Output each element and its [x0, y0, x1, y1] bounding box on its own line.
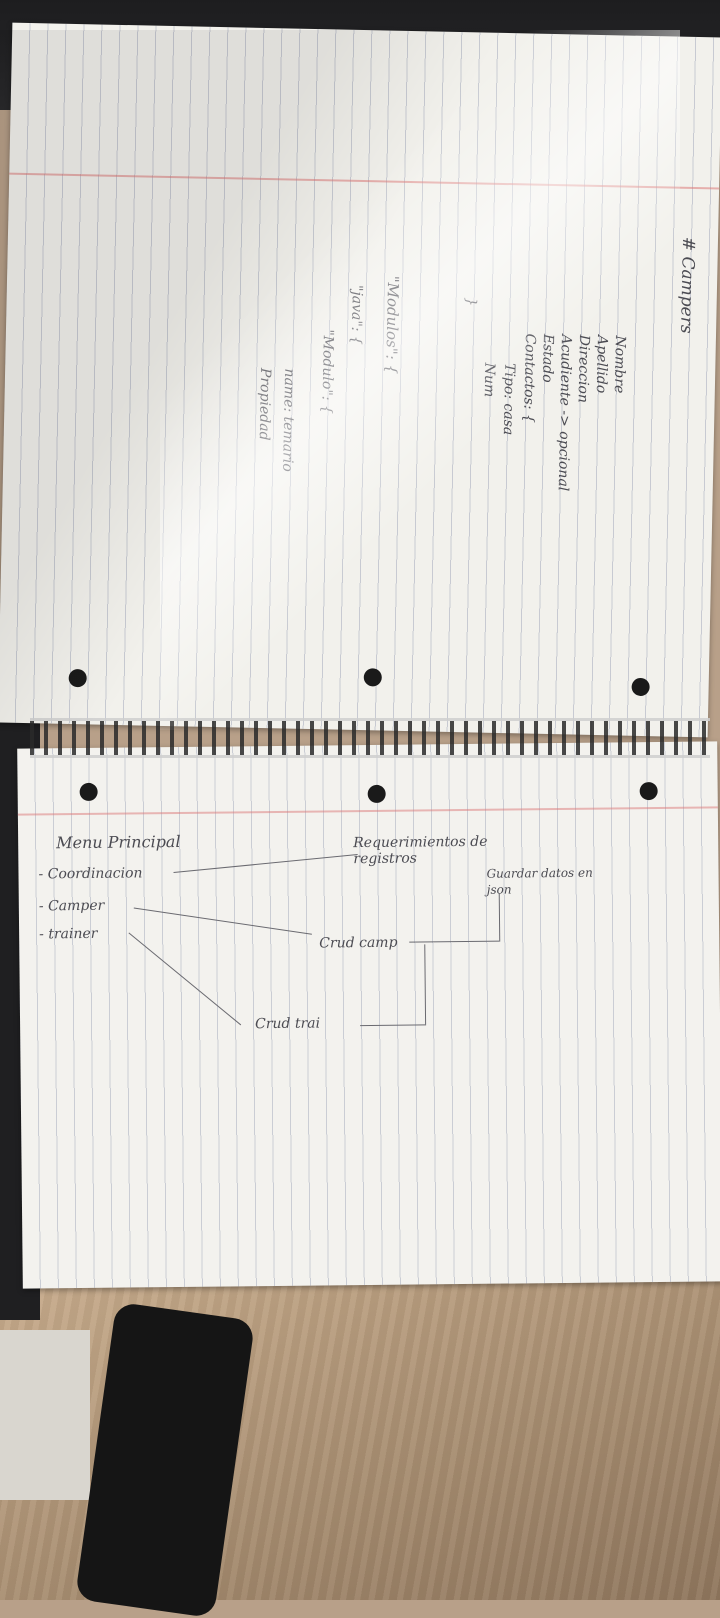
connector-line: [173, 853, 358, 874]
punch-hole: [68, 668, 87, 688]
handwritten-modulos: Propiedad: [255, 367, 274, 441]
connector-line: [128, 932, 242, 1026]
menu-title: Menu Principal: [56, 831, 181, 853]
note-requerimientos: Requerimientos de registros: [353, 833, 488, 868]
handwritten-line: Contactos: {: [520, 333, 539, 423]
handwritten-modulos: name: temario: [279, 368, 298, 472]
notebook-page-top: # Campers Nombre Apellido Direccion Acud…: [0, 22, 720, 738]
handwritten-heading: # Campers: [676, 236, 699, 334]
connector-line: [498, 893, 501, 942]
handwritten-modulos: "Modulo": {: [318, 329, 337, 415]
margin-line: [17, 806, 718, 816]
note-crud-trai: Crud trai: [255, 1015, 321, 1033]
connector-line: [409, 940, 500, 943]
menu-item: - trainer: [39, 925, 98, 943]
handwritten-line: Num: [480, 362, 498, 398]
notebook-page-bottom: Menu Principal - Coordinacion - Camper -…: [17, 741, 720, 1289]
handwritten-line: Tipo: casa: [499, 362, 518, 436]
menu-item: - Coordinacion: [38, 865, 143, 883]
handwritten-modulos: "Modulos": {: [382, 275, 403, 375]
handwritten-modulos: "java": {: [347, 284, 365, 345]
handwritten-line: Apellido: [592, 334, 610, 394]
white-box: [0, 1330, 90, 1500]
punch-hole: [367, 784, 386, 804]
spiral-binding: [30, 718, 710, 758]
handwritten-line: Nombre: [610, 335, 628, 394]
note-crud-camp: Crud camp: [319, 934, 398, 952]
handwritten-line: Direccion: [574, 334, 592, 404]
punch-hole: [639, 781, 658, 801]
handwritten-line: Estado: [538, 333, 557, 383]
punch-hole: [363, 668, 382, 687]
note-guardar-json: Guardar datos en json: [486, 865, 593, 897]
punch-hole: [79, 782, 98, 802]
connector-line: [424, 944, 427, 1025]
menu-item: - Camper: [38, 897, 105, 915]
punch-hole: [631, 677, 650, 697]
handwritten-line: }: [462, 297, 479, 307]
handwritten-line: Acudiente -> opcional: [554, 334, 575, 492]
connector-line: [360, 1024, 427, 1027]
connector-line: [133, 907, 312, 936]
margin-line: [9, 172, 720, 190]
